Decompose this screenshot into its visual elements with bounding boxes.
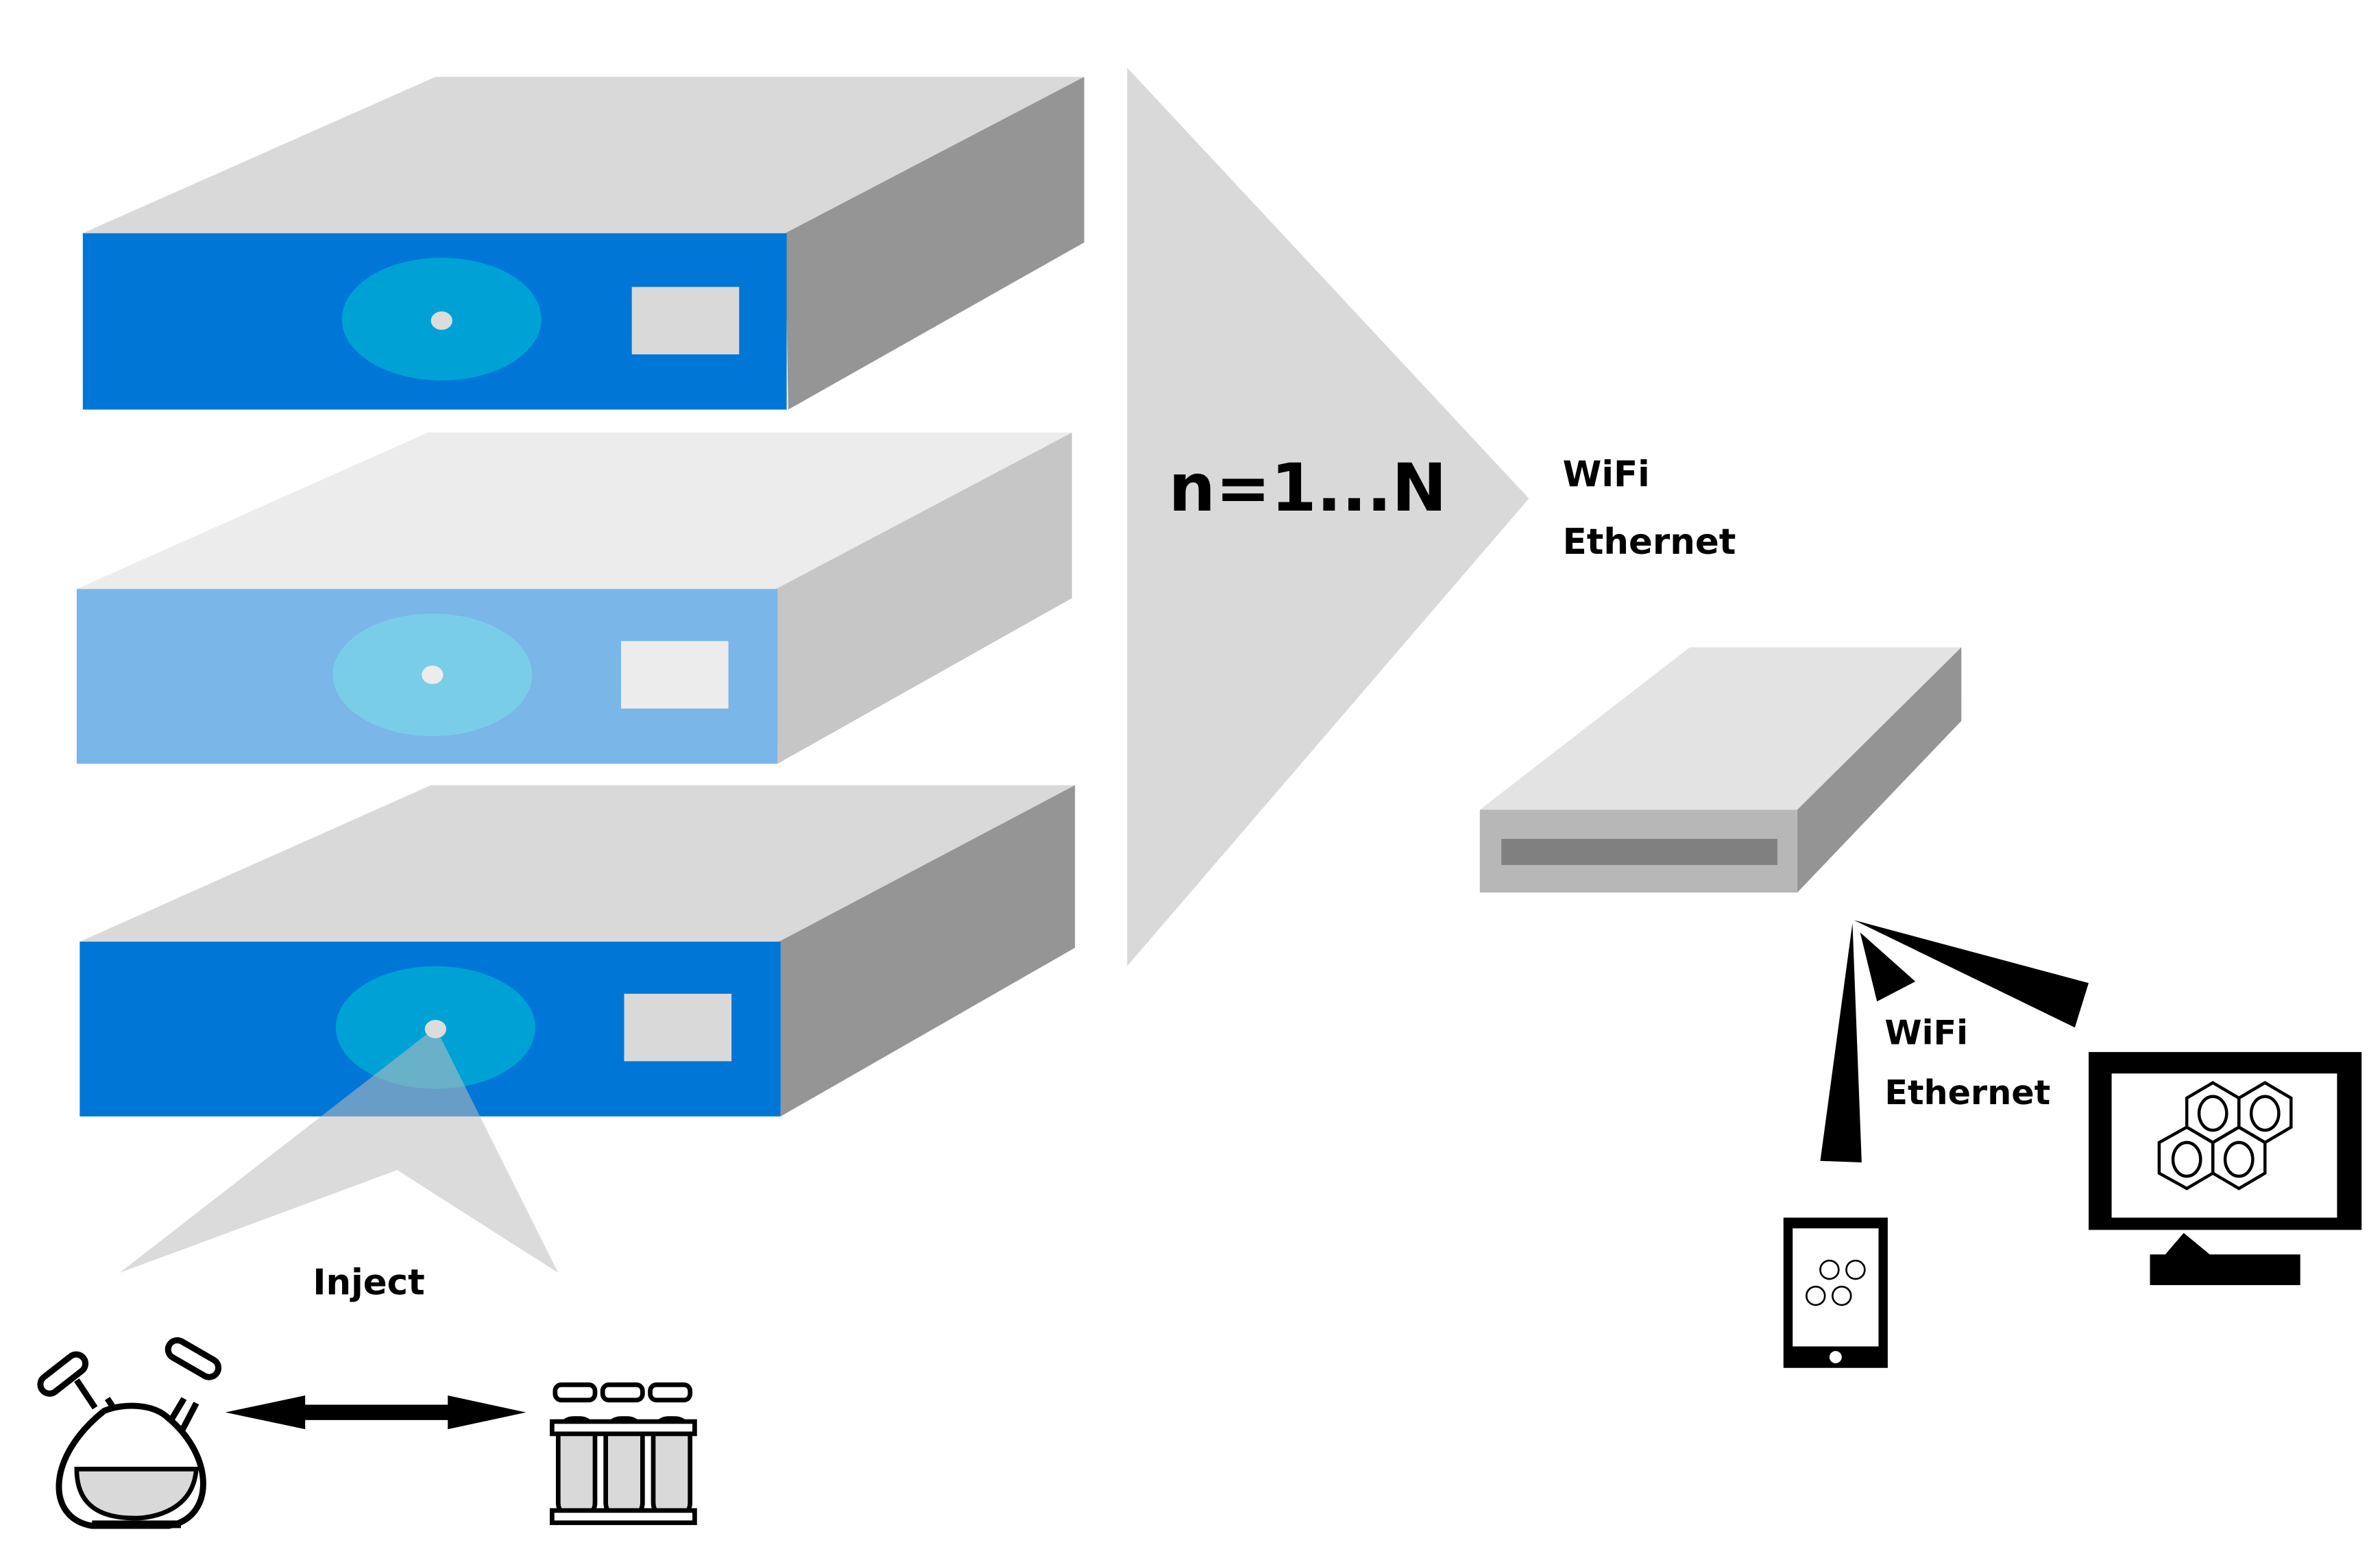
client-link-ethernet: Ethernet [1884, 1073, 2050, 1112]
instrument-side [775, 432, 1072, 764]
inject-label: Inject [313, 1262, 424, 1303]
double-arrow-icon [225, 1395, 526, 1430]
monitor-icon [2088, 1051, 2362, 1285]
reaction-flask-icon [37, 1337, 222, 1529]
aggregate-chevron [1127, 67, 1529, 966]
tablet-icon [1783, 1217, 1888, 1368]
inject-beam [119, 1027, 559, 1273]
test-tube-rack-icon [550, 1382, 697, 1526]
router-link-ethernet: Ethernet [1563, 522, 1736, 563]
router-icon [1479, 647, 1962, 893]
display-panel [631, 286, 740, 355]
instrument-top [80, 785, 1076, 942]
pyrene-molecule-icon [1805, 1259, 1866, 1306]
instrument-3 [80, 785, 1076, 1117]
display-panel [624, 993, 732, 1062]
instrument-top [76, 432, 1072, 589]
injection-port [424, 1019, 446, 1038]
instrument-top [82, 77, 1084, 234]
router-link-wifi: WiFi [1563, 454, 1650, 495]
instrument-side [785, 77, 1084, 410]
instrument-2 [76, 432, 1072, 764]
pyrene-molecule-icon [2157, 1081, 2293, 1191]
injection-port [422, 666, 444, 685]
instrument-side [779, 785, 1076, 1117]
multiplicity-label: n=1...N [1169, 450, 1447, 526]
client-link-wifi: WiFi [1884, 1013, 1968, 1053]
display-panel [621, 641, 729, 709]
injection-port [430, 311, 452, 330]
wifi-signal-icon [1820, 920, 2089, 1162]
instrument-1 [82, 77, 1084, 410]
